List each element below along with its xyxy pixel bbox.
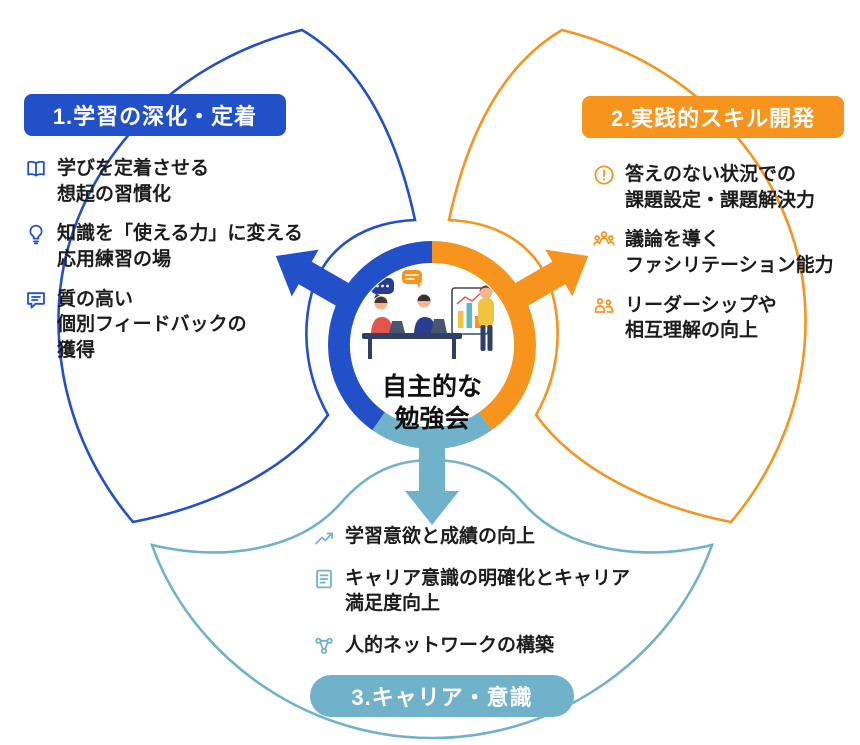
section-title-career: 3.キャリア・意識 bbox=[310, 675, 574, 717]
sitting-person bbox=[371, 296, 393, 333]
growth-icon bbox=[312, 525, 336, 549]
list-item-text: 議論を導く ファシリテーション能力 bbox=[625, 229, 834, 276]
list-item-text: 学びを定着させる 想起の習慣化 bbox=[57, 158, 210, 205]
feedback-icon bbox=[24, 288, 48, 312]
career-item-list: 学習意欲と成績の向上 キャリア意識の明確化とキャリア 満足度向上 人的ネットワー… bbox=[312, 524, 654, 659]
chat-bubble-icon bbox=[402, 270, 422, 284]
section-title-learning: 1.学習の深化・定着 bbox=[24, 94, 286, 136]
petal-career bbox=[149, 458, 715, 740]
ring-segment-skills bbox=[431, 241, 536, 431]
book-icon bbox=[24, 157, 48, 181]
list-item-text: キャリア意識の明確化とキャリア 満足度向上 bbox=[345, 567, 631, 615]
arrow-learning bbox=[275, 249, 359, 312]
list-item: 学びを定着させる 想起の習慣化 bbox=[24, 156, 316, 207]
list-item: 議論を導く ファシリテーション能力 bbox=[592, 227, 858, 278]
center-title: 自主的な 勉強会 bbox=[381, 373, 482, 433]
network-icon bbox=[312, 634, 336, 658]
section-title-skills: 2.実践的スキル開発 bbox=[582, 96, 844, 138]
petal-learning bbox=[57, 28, 417, 524]
skills-item-list: 答えのない状況での 課題設定・課題解決力 議論を導く ファシリテーション能力 リ… bbox=[592, 162, 858, 344]
list-item-text: リーダーシップや 相互理解の向上 bbox=[625, 294, 777, 342]
arrow-career bbox=[405, 437, 459, 525]
list-item: 質の高い 個別フィードバックの 獲得 bbox=[24, 287, 316, 364]
list-item-text: 知識を「使える力」に変える 応用練習の場 bbox=[57, 223, 303, 270]
learning-item-list: 学びを定着させる 想起の習慣化 知識を「使える力」に変える 応用練習の場 質の高… bbox=[24, 156, 316, 363]
list-item-text: 人的ネットワークの構築 bbox=[345, 634, 555, 656]
list-item: リーダーシップや 相互理解の向上 bbox=[592, 293, 858, 344]
laptop-icon bbox=[389, 321, 405, 333]
list-item: 知識を「使える力」に変える 応用練習の場 bbox=[24, 221, 316, 272]
ring-segment-learning bbox=[328, 241, 433, 431]
list-item: キャリア意識の明確化とキャリア 満足度向上 bbox=[312, 566, 654, 617]
laptop-icon bbox=[431, 319, 447, 333]
arrow-skills bbox=[505, 249, 589, 312]
list-item: 人的ネットワークの構築 bbox=[312, 633, 654, 659]
leadership-icon bbox=[592, 294, 616, 318]
sitting-person bbox=[414, 294, 436, 333]
idea-icon bbox=[24, 222, 48, 246]
list-item-text: 質の高い 個別フィードバックの 獲得 bbox=[57, 288, 247, 361]
direction-arrows bbox=[275, 249, 589, 525]
desk bbox=[362, 333, 462, 359]
petal-skills bbox=[447, 28, 807, 524]
list-item: 答えのない状況での 課題設定・課題解決力 bbox=[592, 162, 858, 213]
facilitation-icon bbox=[592, 228, 616, 252]
list-item: 学習意欲と成績の向上 bbox=[312, 524, 654, 550]
list-item-text: 学習意欲と成績の向上 bbox=[345, 526, 536, 547]
list-item-text: 答えのない状況での 課題設定・課題解決力 bbox=[625, 164, 816, 211]
exclamation-icon bbox=[592, 163, 616, 187]
career-icon bbox=[312, 567, 336, 591]
petal-outlines bbox=[57, 28, 807, 740]
